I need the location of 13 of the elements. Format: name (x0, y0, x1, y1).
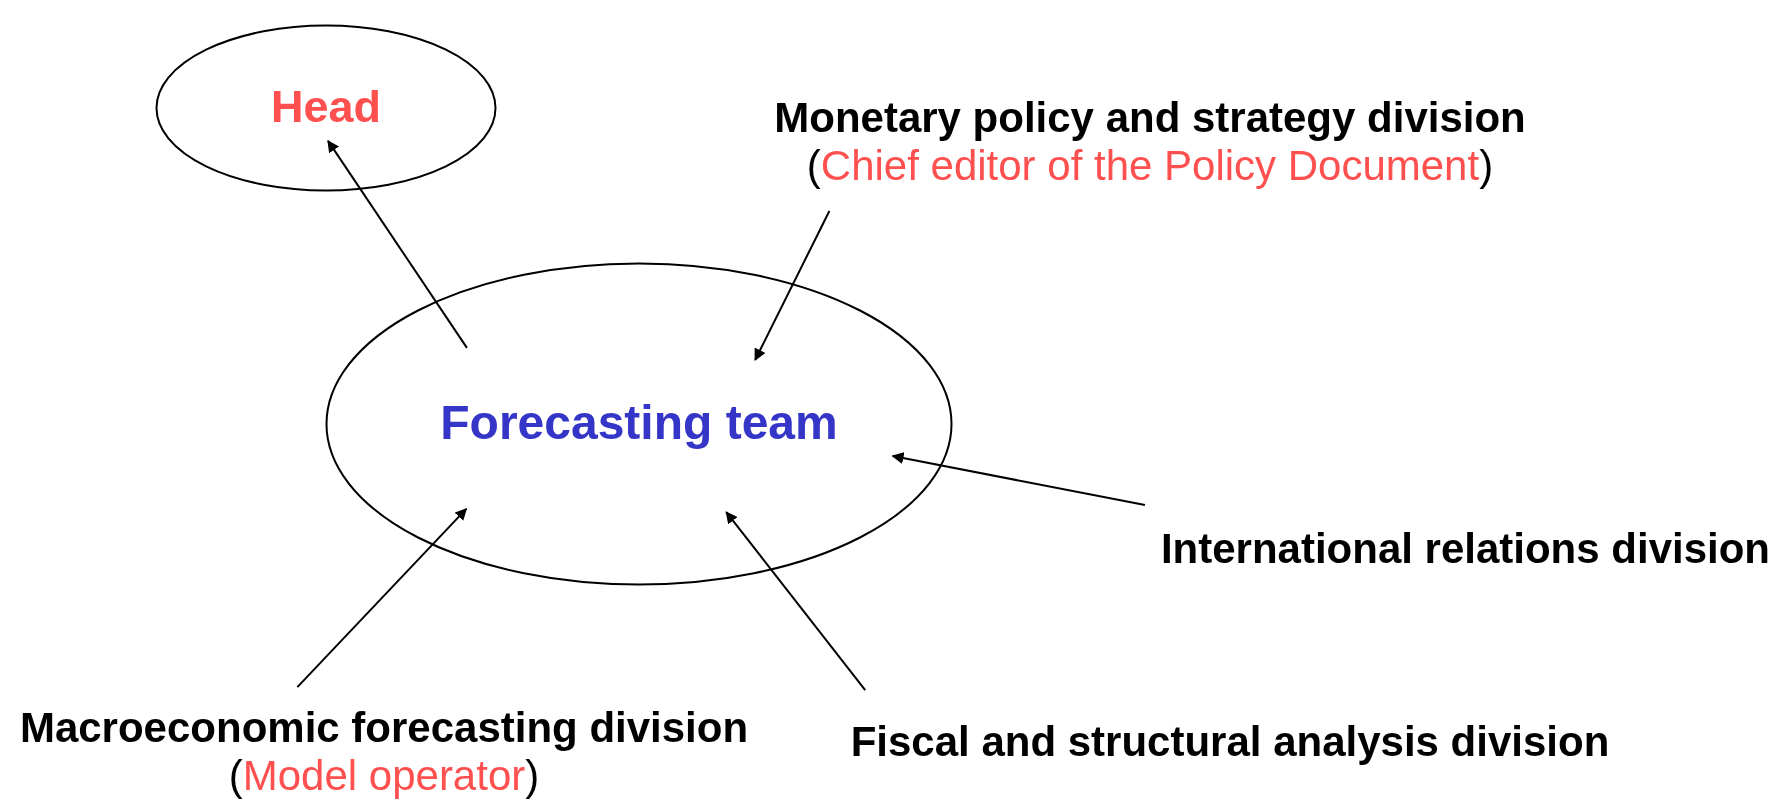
role-note: (Model operator) (227, 752, 541, 801)
arrow (327, 139, 468, 349)
division-label: International relations division (1159, 525, 1770, 574)
division-label: Monetary policy and strategy division (773, 94, 1527, 143)
division-label: Fiscal and structural analysis division (849, 718, 1611, 767)
arrow (296, 507, 468, 689)
node-label: Forecasting team (439, 395, 839, 451)
role-note: (Chief editor of the Policy Document) (805, 142, 1495, 191)
arrow (754, 210, 831, 361)
arrow (725, 511, 867, 692)
division-label: Macroeconomic forecasting division (18, 704, 750, 753)
arrow (891, 452, 1146, 506)
node-label: Head (269, 81, 382, 133)
